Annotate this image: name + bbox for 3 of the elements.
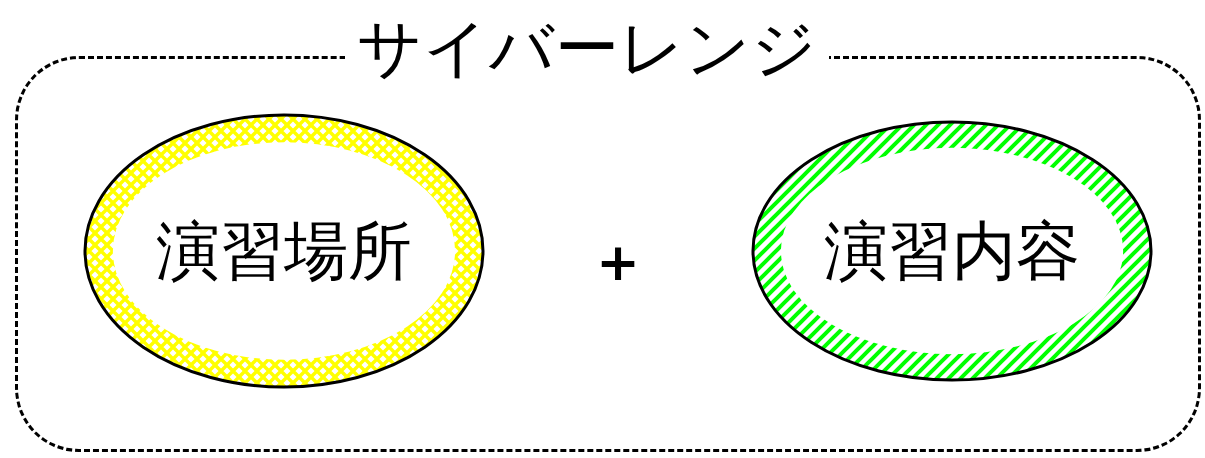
plus-sign: + (596, 232, 640, 292)
ellipse-label: 演習場所 (156, 213, 412, 289)
ellipse-label: 演習内容 (824, 213, 1080, 289)
